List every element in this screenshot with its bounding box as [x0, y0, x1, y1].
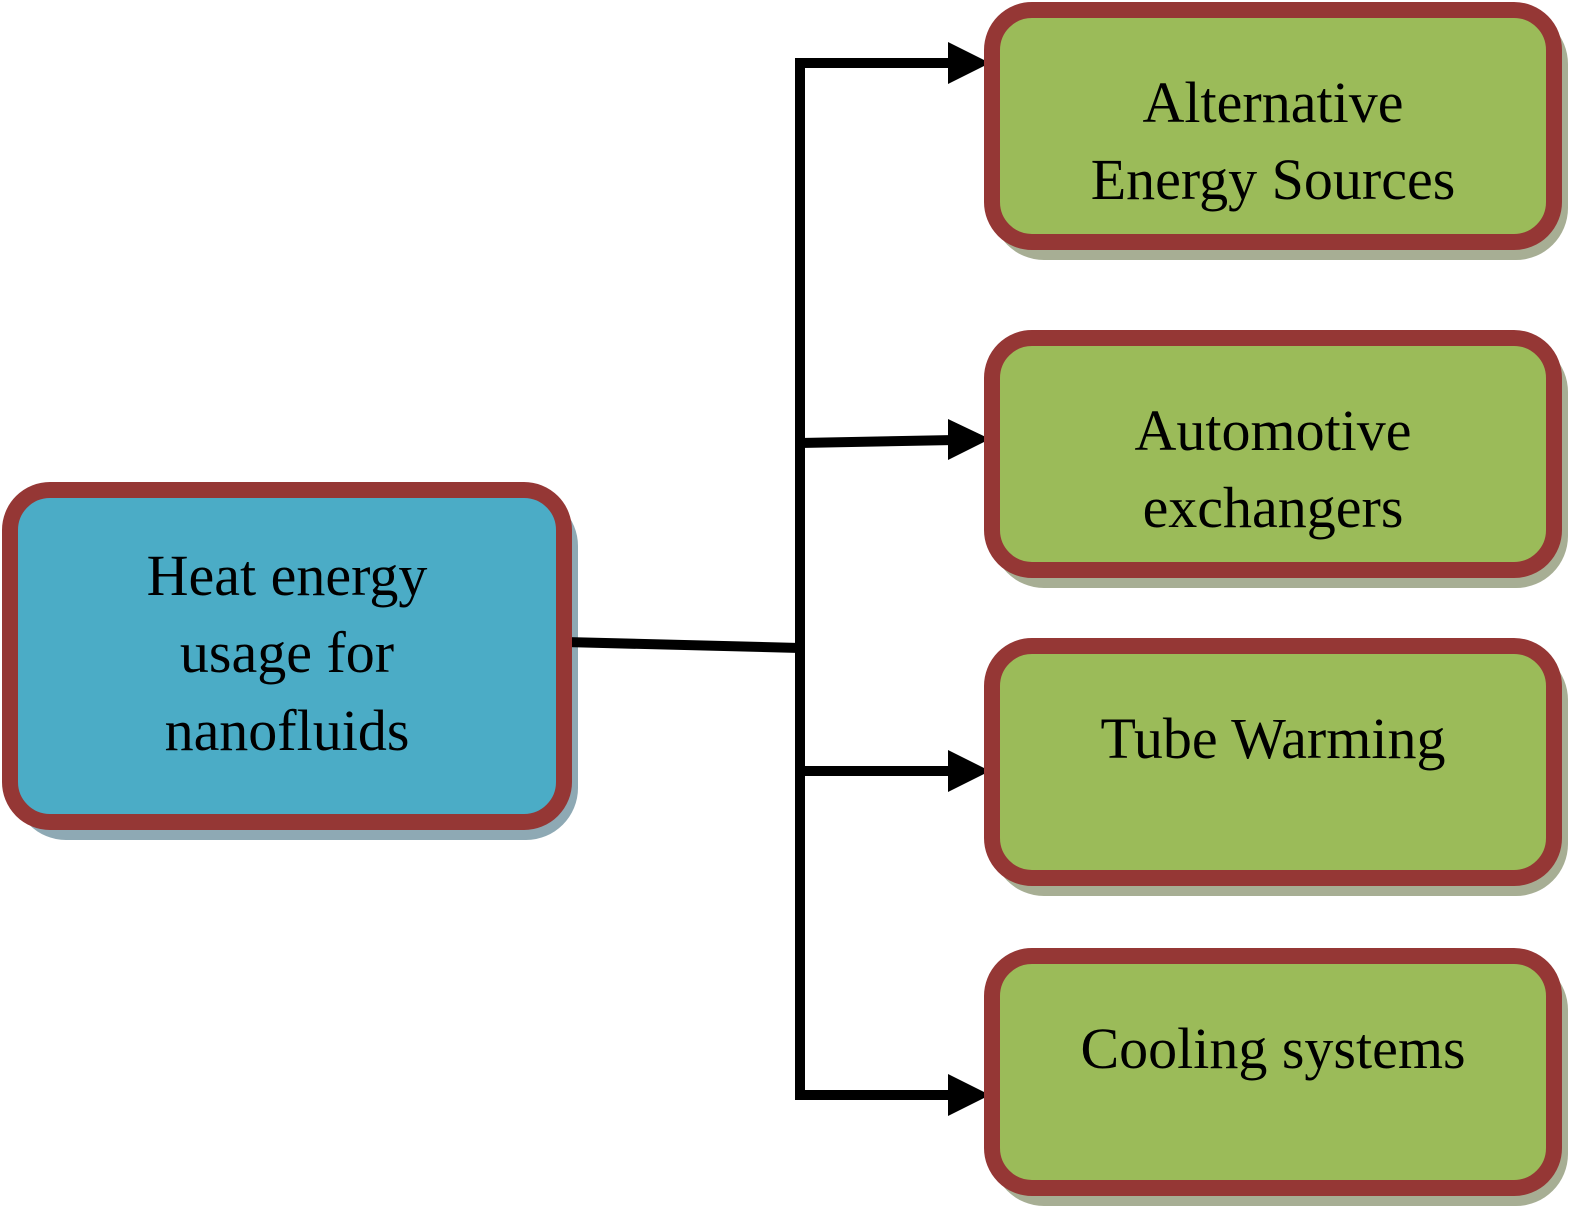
- target-label-line-2: Energy Sources: [1090, 147, 1456, 213]
- target-label-line-1: Tube Warming: [1100, 706, 1446, 771]
- branch-line-automotive: [799, 435, 956, 448]
- target-node-alternative-energy: Alternative Energy Sources: [984, 2, 1562, 250]
- target-label-line-2: exchangers: [1142, 475, 1404, 541]
- arrowhead-cooling: [948, 1074, 990, 1116]
- target-label-line-1: Automotive: [1134, 398, 1412, 463]
- source-label-line-3: nanofluids: [164, 697, 410, 763]
- arrowhead-tube: [948, 750, 990, 792]
- target-node-cooling-systems: Cooling systems: [984, 948, 1562, 1196]
- target-label-line-1: Cooling systems: [1080, 1016, 1466, 1081]
- trunk-connector: [564, 637, 801, 653]
- target-label-line-1: Alternative: [1142, 70, 1404, 135]
- arrowhead-automotive: [948, 419, 990, 460]
- target-node-automotive-exchangers: Automotive exchangers: [984, 330, 1562, 578]
- source-label-line-2: usage for: [179, 620, 395, 686]
- source-label-line-1: Heat energy: [146, 543, 428, 609]
- target-node-tube-warming: Tube Warming: [984, 638, 1562, 886]
- source-node-heat-energy: Heat energy usage for nanofluids: [2, 482, 572, 830]
- arrowhead-alternative: [948, 42, 990, 84]
